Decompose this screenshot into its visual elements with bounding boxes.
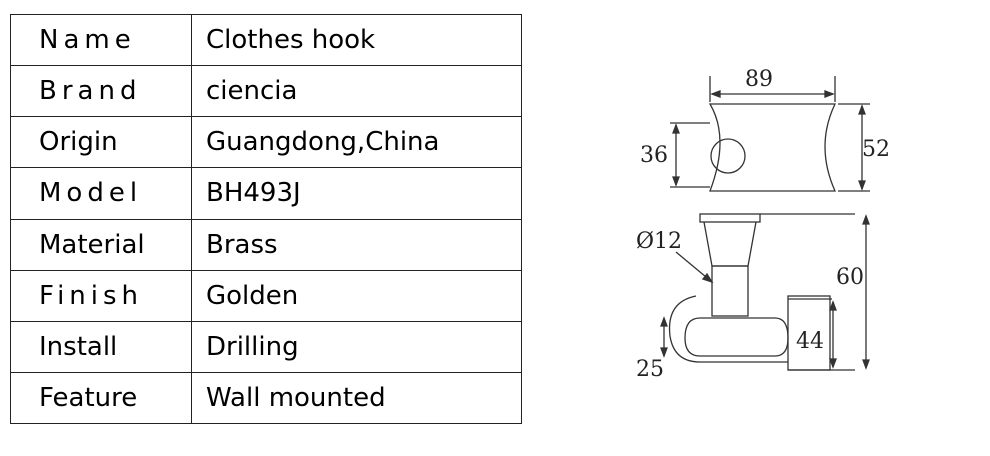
spec-label: Feature [10, 371, 192, 425]
dim-label-diameter: Ø12 [636, 229, 682, 254]
spec-value: Guangdong,China [191, 116, 522, 169]
spec-label: Name [10, 13, 192, 67]
spec-row-name: Name Clothes hook [10, 13, 522, 67]
spec-value: Golden [191, 269, 522, 322]
dim-label-hook-offset: 25 [636, 357, 664, 382]
spec-value: Wall mounted [191, 371, 522, 425]
dim-label-width: 89 [745, 67, 773, 92]
stem [711, 265, 749, 317]
spec-label: Origin [10, 116, 192, 169]
dim-label-hook-height: 44 [796, 329, 824, 354]
dim-label-depth: 60 [836, 265, 864, 290]
spec-value: ciencia [191, 65, 522, 118]
hook-curve [668, 295, 701, 363]
spec-value: Brass [191, 218, 522, 271]
top-view-body [708, 103, 837, 192]
spec-label: Install [10, 320, 192, 373]
spec-table: Name Clothes hook Brand ciencia Origin G… [10, 13, 522, 425]
spec-row-install: Install Drilling [10, 320, 522, 373]
spec-label: Finish [10, 269, 192, 322]
dim-label-left-height: 36 [640, 143, 668, 168]
spec-row-brand: Brand ciencia [10, 65, 522, 118]
spec-row-model: Model BH493J [10, 167, 522, 220]
spec-row-material: Material Brass [10, 218, 522, 271]
spec-label: Brand [10, 65, 192, 118]
spec-row-finish: Finish Golden [10, 269, 522, 322]
spec-row-feature: Feature Wall mounted [10, 371, 522, 425]
neck [703, 221, 757, 267]
hook-head [684, 317, 789, 357]
spec-row-origin: Origin Guangdong,China [10, 116, 522, 169]
mounting-hole [710, 138, 746, 174]
base-flange [699, 213, 761, 223]
dim-label-right-height: 52 [862, 137, 890, 162]
technical-drawing: 89 36 52 Ø12 60 44 25 [636, 67, 890, 382]
spec-label: Model [10, 167, 192, 220]
spec-value: Drilling [191, 320, 522, 373]
spec-value: BH493J [191, 167, 522, 220]
spec-value: Clothes hook [191, 13, 522, 67]
spec-label: Material [10, 218, 192, 271]
